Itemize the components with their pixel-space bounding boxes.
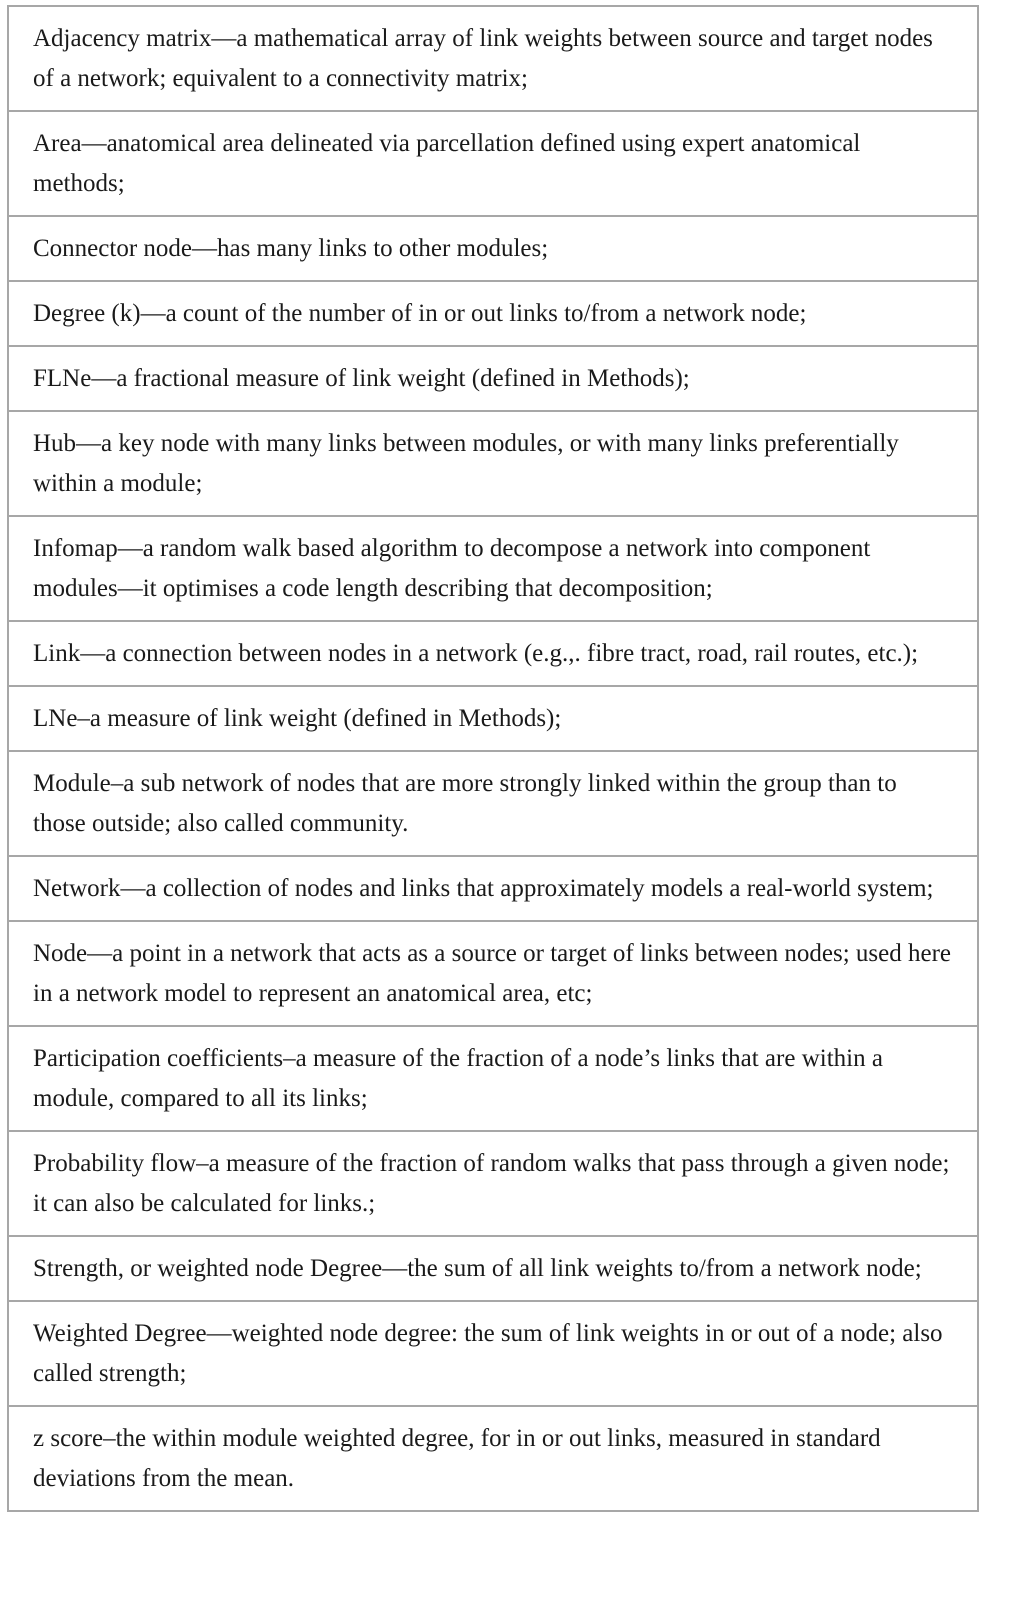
table-row: FLNe—a fractional measure of link weight… xyxy=(7,345,979,412)
table-row: Area—anatomical area delineated via parc… xyxy=(7,110,979,217)
table-row: LNe–a measure of link weight (defined in… xyxy=(7,685,979,752)
table-row: Link—a connection between nodes in a net… xyxy=(7,620,979,687)
table-row: Weighted Degree—weighted node degree: th… xyxy=(7,1300,979,1407)
table-row: Probability flow–a measure of the fracti… xyxy=(7,1130,979,1237)
table-row: Strength, or weighted node Degree—the su… xyxy=(7,1235,979,1302)
glossary-entry-adjacency-matrix: Adjacency matrix—a mathematical array of… xyxy=(7,5,979,112)
glossary-entry-node: Node—a point in a network that acts as a… xyxy=(7,920,979,1027)
table-row: Node—a point in a network that acts as a… xyxy=(7,920,979,1027)
table-row: Participation coefficients–a measure of … xyxy=(7,1025,979,1132)
glossary-entry-link: Link—a connection between nodes in a net… xyxy=(7,620,979,687)
glossary-entry-degree: Degree (k)—a count of the number of in o… xyxy=(7,280,979,347)
glossary-entry-strength: Strength, or weighted node Degree—the su… xyxy=(7,1235,979,1302)
glossary-entry-connector-node: Connector node—has many links to other m… xyxy=(7,215,979,282)
glossary-entry-hub: Hub—a key node with many links between m… xyxy=(7,410,979,517)
glossary-table: Adjacency matrix—a mathematical array of… xyxy=(7,5,979,1512)
table-row: Adjacency matrix—a mathematical array of… xyxy=(7,5,979,112)
glossary-entry-flne: FLNe—a fractional measure of link weight… xyxy=(7,345,979,412)
table-row: Module–a sub network of nodes that are m… xyxy=(7,750,979,857)
table-row: Infomap—a random walk based algorithm to… xyxy=(7,515,979,622)
glossary-entry-weighted-degree: Weighted Degree—weighted node degree: th… xyxy=(7,1300,979,1407)
glossary-entry-lne: LNe–a measure of link weight (defined in… xyxy=(7,685,979,752)
table-row: Network—a collection of nodes and links … xyxy=(7,855,979,922)
table-row: Degree (k)—a count of the number of in o… xyxy=(7,280,979,347)
glossary-entry-network: Network—a collection of nodes and links … xyxy=(7,855,979,922)
glossary-entry-participation-coefficients: Participation coefficients–a measure of … xyxy=(7,1025,979,1132)
glossary-body: Adjacency matrix—a mathematical array of… xyxy=(7,5,979,1512)
glossary-entry-area: Area—anatomical area delineated via parc… xyxy=(7,110,979,217)
table-row: Hub—a key node with many links between m… xyxy=(7,410,979,517)
glossary-entry-module: Module–a sub network of nodes that are m… xyxy=(7,750,979,857)
table-row: z score–the within module weighted degre… xyxy=(7,1405,979,1512)
glossary-entry-z-score: z score–the within module weighted degre… xyxy=(7,1405,979,1512)
glossary-entry-infomap: Infomap—a random walk based algorithm to… xyxy=(7,515,979,622)
table-row: Connector node—has many links to other m… xyxy=(7,215,979,282)
glossary-entry-probability-flow: Probability flow–a measure of the fracti… xyxy=(7,1130,979,1237)
